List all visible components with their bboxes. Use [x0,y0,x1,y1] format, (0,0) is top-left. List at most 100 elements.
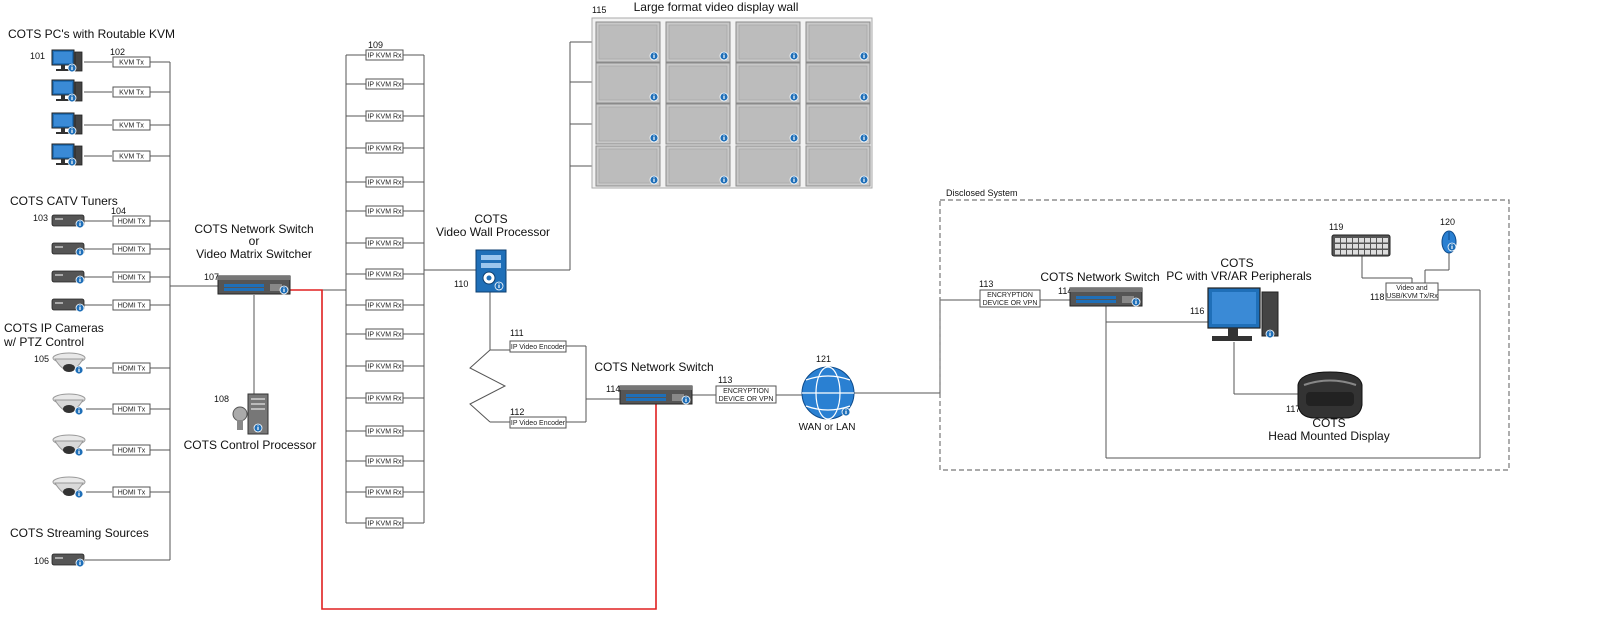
camera-icon [53,477,85,498]
pc-icon [52,50,82,72]
globe-icon [801,366,855,420]
display-screen [736,63,800,103]
svg-text:HDMI Tx: HDMI Tx [118,219,146,226]
svg-text:IP KVM Rx: IP KVM Rx [367,209,402,216]
ref-113b: 113 [979,279,993,289]
ref-102: 102 [110,47,125,57]
display-screen [596,146,660,186]
camera-icon [53,353,85,374]
usb-kvm-transceiver-box: Video and USB/KVM Tx/Rx [1385,282,1439,301]
kvm-tx-box: KVM Tx [112,119,151,131]
svg-text:HDMI Tx: HDMI Tx [118,275,146,282]
pc-heading-1: COTS [1220,256,1253,270]
pc-heading-2: PC with VR/AR Peripherals [1166,269,1311,283]
display-screen [806,104,870,144]
svg-text:IP Video Encoder: IP Video Encoder [511,344,566,351]
display-screen [666,63,730,103]
catv-heading: COTS CATV Tuners [10,194,118,208]
ref-111: 111 [510,328,524,338]
ref-109: 109 [368,40,383,50]
svg-text:Video and: Video and [1396,285,1428,292]
tuner-icon [52,215,84,228]
control-wire-red [290,289,657,610]
svg-text:KVM Tx: KVM Tx [119,60,144,67]
svg-text:DEVICE OR VPN: DEVICE OR VPN [983,300,1038,307]
ip-video-encoder-box: IP Video Encoder [509,416,567,429]
ipcam-heading-2: w/ PTZ Control [3,335,84,349]
ip-kvm-rx-box: IP KVM Rx [365,176,404,188]
ref-119: 119 [1329,222,1343,232]
svg-text:IP KVM Rx: IP KVM Rx [367,459,402,466]
ip-kvm-rx-box: IP KVM Rx [365,237,404,249]
ip-kvm-rx-stack: IP KVM Rx IP KVM Rx IP KVM Rx IP KVM Rx IP K… [346,49,424,529]
ip-kvm-rx-box: IP KVM Rx [365,268,404,280]
svg-text:DEVICE OR VPN: DEVICE OR VPN [719,396,774,403]
tuner-icon [52,271,84,284]
hdmi-tx-box: HDMI Tx [112,486,151,498]
svg-text:ENCRYPTION: ENCRYPTION [987,292,1033,299]
display-screen [806,63,870,103]
hdmi-tx-box: HDMI Tx [112,299,151,311]
tuner-icon [52,299,84,312]
svg-text:KVM Tx: KVM Tx [119,90,144,97]
kvm-tx-box: KVM Tx [112,56,151,68]
display-screen [596,104,660,144]
vr-headset-icon [1297,371,1363,419]
disclosed-system-boundary [939,199,1510,471]
ref-121: 121 [816,354,831,364]
streaming-heading: COTS Streaming Sources [10,526,149,540]
display-screen [596,22,660,62]
ref-101: 101 [30,51,45,61]
network-switch-icon [218,276,290,294]
hdmi-tx-box: HDMI Tx [112,243,151,255]
ip-kvm-rx-box: IP KVM Rx [365,142,404,154]
kvm-tx-box: KVM Tx [112,86,151,98]
mouse-icon [1441,230,1457,254]
switch3-heading: COTS Network Switch [1040,270,1159,284]
vwp-heading-1: COTS [474,212,507,226]
display-screen [736,104,800,144]
ref-108: 108 [214,394,229,404]
ref-114b: 114 [1058,286,1072,296]
video-wall-processor-icon [475,249,507,293]
camera-icon [53,394,85,415]
svg-text:IP Video Encoder: IP Video Encoder [511,420,566,427]
ref-106: 106 [34,556,49,566]
svg-text:HDMI Tx: HDMI Tx [118,366,146,373]
disclosed-system-label: Disclosed System [946,188,1018,198]
svg-text:IP KVM Rx: IP KVM Rx [367,521,402,528]
ref-103: 103 [33,213,48,223]
ip-kvm-rx-box: IP KVM Rx [365,49,404,61]
svg-text:IP KVM Rx: IP KVM Rx [367,53,402,60]
wan-label: WAN or LAN [799,422,856,433]
hdmi-tx-box: HDMI Tx [112,403,151,415]
ip-video-encoder-box: IP Video Encoder [509,340,567,353]
streaming-device-icon [52,554,84,567]
vwp-heading-2: Video Wall Processor [436,225,550,239]
display-screen [596,63,660,103]
ref-117: 117 [1286,404,1300,414]
ip-kvm-rx-box: IP KVM Rx [365,328,404,340]
control-processor-heading: COTS Control Processor [184,438,317,452]
svg-text:ENCRYPTION: ENCRYPTION [723,388,769,395]
svg-text:KVM Tx: KVM Tx [119,123,144,130]
display-screen [806,22,870,62]
display-screen [666,22,730,62]
control-processor-icon [232,393,269,435]
network-switch-icon [1070,288,1142,306]
hmd-heading-1: COTS [1312,416,1345,430]
camera-icon [53,435,85,456]
display-screen [666,104,730,144]
ref-114a: 114 [606,384,620,394]
svg-text:HDMI Tx: HDMI Tx [118,303,146,310]
keyboard-icon [1331,234,1391,257]
svg-text:IP KVM Rx: IP KVM Rx [367,241,402,248]
pc-icon [52,80,82,102]
svg-text:IP KVM Rx: IP KVM Rx [367,396,402,403]
switch1-heading-3: Video Matrix Switcher [196,247,312,261]
encryption-device-box: ENCRYPTION DEVICE OR VPN [715,385,777,404]
svg-text:USB/KVM Tx/Rx: USB/KVM Tx/Rx [1386,293,1438,300]
tuner-icon [52,243,84,256]
display-screen [806,146,870,186]
switch1-heading-1: COTS Network Switch [194,222,313,236]
